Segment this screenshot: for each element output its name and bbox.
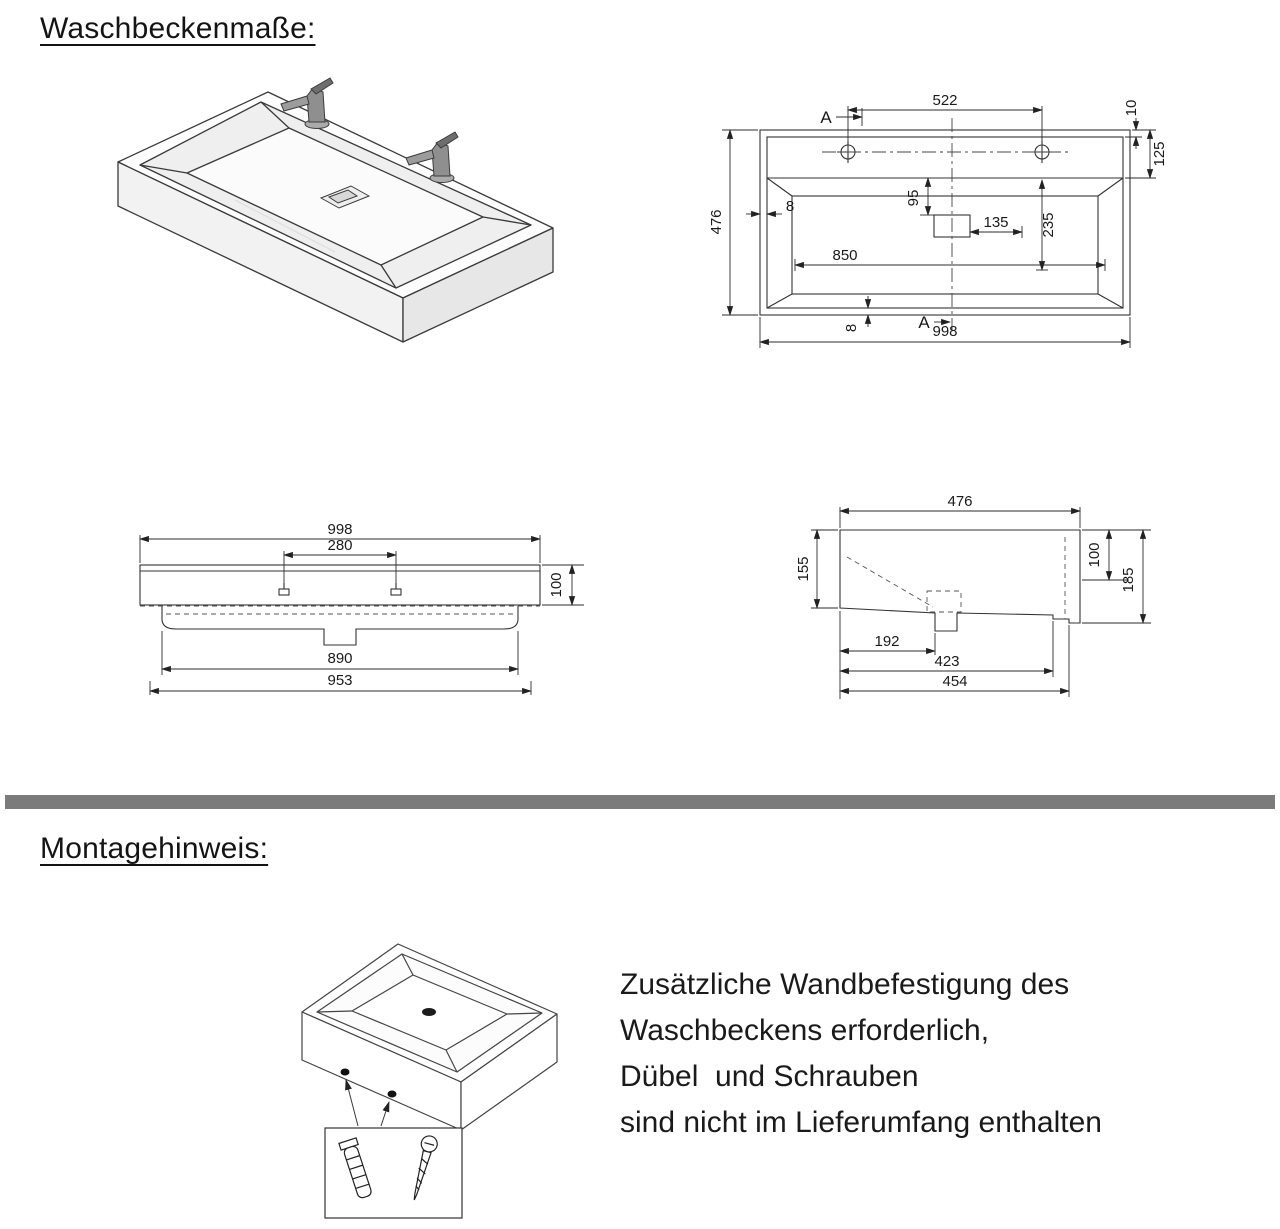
sink-perspective-drawing [117, 77, 554, 343]
dim-label: 890 [327, 650, 352, 667]
dim-total-depth: 476 [839, 495, 1081, 528]
dim-label: 850 [832, 247, 857, 264]
dim-label: 192 [874, 633, 899, 650]
dim-rim-left: 8 [746, 198, 794, 218]
dim-total-width: 998 [139, 521, 541, 563]
dim-label: 185 [1120, 567, 1137, 592]
section-label: A [820, 108, 832, 127]
dim-label: 155 [795, 556, 812, 581]
dim-label: 454 [942, 673, 967, 690]
dim-basin-depth: 235 [1036, 179, 1057, 271]
dim-basin-width: 850 [794, 247, 1106, 271]
note-line: Dübel und Schrauben [620, 1060, 919, 1093]
note-line: Waschbeckens erforderlich, [620, 1014, 990, 1047]
dim-label: 95 [905, 190, 922, 207]
tap-holes [837, 141, 1053, 163]
faucet-right [405, 131, 459, 183]
dim-deck-depth: 125 [1125, 129, 1168, 179]
dim-back-height: 100 [1082, 529, 1151, 581]
dimensions-section-title: Waschbeckenmaße: [40, 12, 316, 45]
dim-label: 100 [1086, 542, 1103, 567]
dim-label: 10 [1123, 100, 1140, 117]
side-view-hidden-lines [846, 537, 1066, 619]
dim-base-depth: 454 [839, 625, 1070, 697]
drain-cover [319, 185, 371, 209]
dim-rim-bottom: 8 [843, 296, 872, 332]
mounting-note: Zusätzliche Wandbefestigung des Waschbec… [620, 962, 1220, 1146]
note-line: Zusätzliche Wandbefestigung des [620, 968, 1070, 1001]
front-view-drawing: 998 280 100 890 953 [139, 521, 584, 695]
dim-tap-spacing: 280 [283, 537, 397, 587]
centerlines [822, 118, 1070, 330]
mounting-section-title: Montagehinweis: [40, 832, 269, 865]
section-marker-top: A [820, 108, 863, 127]
faucet-left [280, 77, 334, 129]
dim-label: 8 [786, 198, 794, 215]
section-divider [5, 795, 1275, 809]
side-view-outline [839, 529, 1081, 632]
sink-body [117, 91, 554, 343]
dim-label: 522 [932, 92, 957, 109]
dim-body-height: 100 [542, 564, 584, 606]
dim-label: 135 [983, 214, 1008, 231]
section-label: A [918, 313, 930, 332]
dim-label: 476 [947, 495, 972, 510]
dim-rim-top: 10 [1123, 100, 1142, 149]
dim-label: 423 [934, 653, 959, 670]
dim-basin-width: 890 [161, 631, 519, 675]
mounting-sink-outline [301, 943, 558, 1131]
dim-label: 998 [327, 521, 352, 538]
dim-label: 476 [708, 209, 725, 234]
mounting-drawing [301, 943, 558, 1219]
dim-base-width: 953 [149, 672, 532, 695]
mounting-hole-left [340, 1068, 350, 1076]
dim-total-depth: 476 [708, 129, 758, 316]
dim-drain-width: 135 [969, 214, 1023, 238]
dim-base-depth-inner: 423 [839, 621, 1054, 677]
dim-label: 953 [327, 672, 352, 689]
drain-hole [422, 1008, 436, 1016]
dim-label: 235 [1040, 212, 1057, 237]
wall-plug-icon [338, 1137, 372, 1199]
dim-total-width: 998 [759, 317, 1131, 348]
note-line: sind nicht im Lieferumfang enthalten [620, 1106, 1102, 1139]
dim-label: 125 [1151, 141, 1168, 166]
dim-tap-spacing: 522 [847, 92, 1043, 144]
top-view-outline [759, 129, 1131, 316]
dim-label: 8 [843, 324, 860, 332]
dim-front-height: 155 [795, 529, 838, 609]
section-marker-bottom: A [918, 313, 951, 332]
dim-label: 998 [932, 323, 957, 340]
front-view-outline [139, 564, 541, 646]
mounting-arrows [345, 1078, 390, 1127]
dim-label: 280 [327, 537, 352, 554]
screw-icon [413, 1135, 438, 1201]
dim-drain-depth: 192 [839, 611, 936, 699]
dim-total-height: 185 [1082, 529, 1151, 624]
dim-label: 100 [548, 572, 565, 597]
mounting-hole-right [387, 1090, 397, 1098]
side-view-drawing: 476 155 100 185 192 423 454 [795, 495, 1151, 699]
top-view-drawing: 522 10 125 476 8 95 135 235 [708, 92, 1168, 348]
dim-drain-offset: 95 [905, 177, 934, 216]
